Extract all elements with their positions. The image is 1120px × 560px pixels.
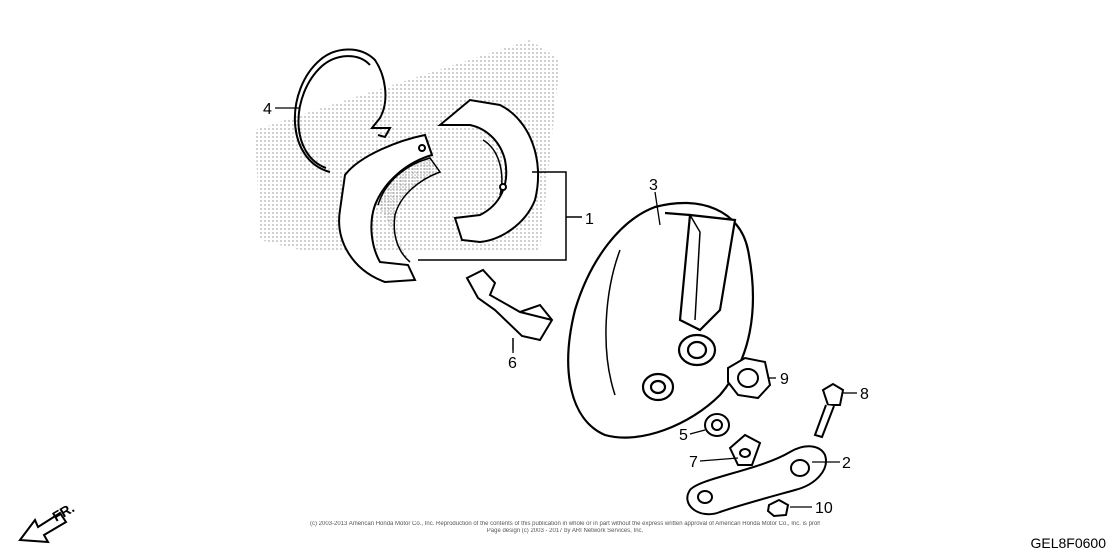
callout-2: 2 <box>842 455 851 472</box>
arm-bolt <box>813 382 845 439</box>
wear-indicator-plate <box>728 433 762 466</box>
callout-6: 6 <box>508 355 517 372</box>
arm-nut <box>766 498 790 518</box>
brake-shoe-front <box>338 133 442 284</box>
callout-9: 9 <box>780 371 789 388</box>
bushing-nut <box>727 356 772 400</box>
brake-cam <box>465 268 554 350</box>
brake-arm <box>686 445 827 516</box>
callout-7: 7 <box>689 454 698 471</box>
leader-lines <box>275 107 857 508</box>
copyright-line-2: Page design (c) 2003 - 2017 by ARI Netwo… <box>486 528 644 534</box>
brake-panel <box>567 201 754 439</box>
callout-labels: 1 2 3 4 5 6 7 8 9 10 <box>263 101 869 517</box>
copyright-line-1: (c) 2003-2013 American Honda Motor Co., … <box>310 521 820 527</box>
brake-shoe-rear <box>437 98 540 244</box>
front-direction-arrow: FR. <box>18 499 77 544</box>
copyright-notice: (c) 2003-2013 American Honda Motor Co., … <box>310 521 820 535</box>
diagram-code: GEL8F0600 <box>1030 535 1107 551</box>
callout-8: 8 <box>860 386 869 403</box>
callout-3: 3 <box>649 177 658 194</box>
callout-1: 1 <box>585 211 594 228</box>
brake-shoe-spring <box>293 48 392 173</box>
callout-5: 5 <box>679 427 688 444</box>
callout-4: 4 <box>263 101 272 118</box>
callout-bracket-1 <box>418 171 582 261</box>
felt-seal <box>704 413 730 437</box>
callout-10: 10 <box>815 500 833 517</box>
